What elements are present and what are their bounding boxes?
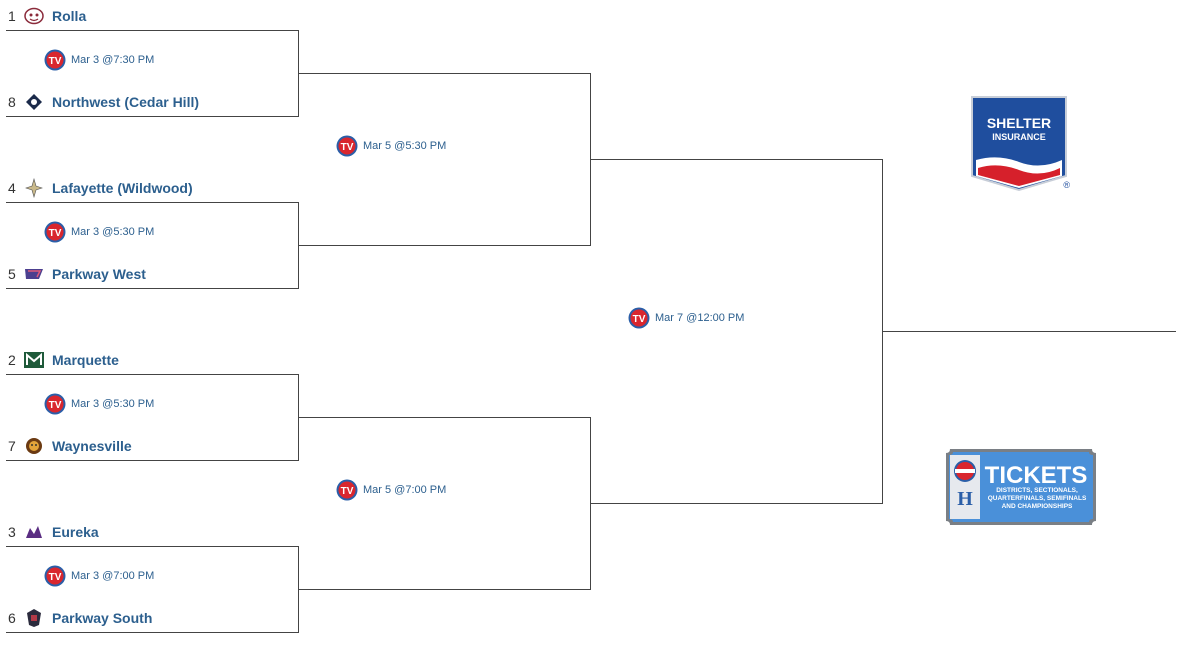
waynesville-logo-icon bbox=[24, 436, 44, 456]
svg-text:TV: TV bbox=[49, 400, 62, 411]
svg-text:TV: TV bbox=[49, 56, 62, 67]
game-time[interactable]: Mar 5 @7:00 PM bbox=[363, 484, 447, 496]
game-time[interactable]: Mar 5 @5:30 PM bbox=[363, 140, 447, 152]
sponsor-line1: SHELTER bbox=[987, 115, 1051, 131]
svg-text:TV: TV bbox=[49, 228, 62, 239]
tickets-title: TICKETS bbox=[985, 462, 1088, 489]
parkway-south-logo-icon bbox=[24, 608, 44, 628]
team-name[interactable]: Lafayette (Wildwood) bbox=[52, 180, 193, 196]
team-row-waynesville[interactable]: 7 Waynesville bbox=[8, 435, 132, 457]
tv-icon: TV bbox=[44, 221, 66, 243]
sponsor-line2: INSURANCE bbox=[992, 132, 1046, 142]
rolla-logo-icon bbox=[24, 6, 44, 26]
game-info-qf1[interactable]: TV Mar 3 @7:30 PM bbox=[44, 48, 154, 72]
game-time[interactable]: Mar 3 @7:30 PM bbox=[71, 54, 155, 66]
tv-icon: TV bbox=[336, 479, 358, 501]
bracket-line bbox=[6, 546, 299, 547]
tickets-banner[interactable]: H TICKETS DISTRICTS, SECTIONALS, QUARTER… bbox=[946, 449, 1096, 525]
bracket-line bbox=[6, 30, 299, 31]
team-name[interactable]: Northwest (Cedar Hill) bbox=[52, 94, 200, 110]
parkway-west-logo-icon bbox=[24, 264, 44, 284]
tickets-letter: H bbox=[957, 488, 973, 510]
team-row-lafayette[interactable]: 4 Lafayette (Wildwood) bbox=[8, 177, 193, 199]
team-row-eureka[interactable]: 3 Eureka bbox=[8, 521, 99, 543]
svg-text:TV: TV bbox=[341, 486, 354, 497]
tv-icon: TV bbox=[628, 307, 650, 329]
team-name[interactable]: Waynesville bbox=[52, 438, 132, 454]
bracket-line bbox=[6, 632, 299, 633]
seed-number: 1 bbox=[8, 8, 16, 24]
team-row-northwest[interactable]: 8 Northwest (Cedar Hill) bbox=[8, 91, 199, 113]
seed-number: 5 bbox=[8, 266, 16, 282]
svg-text:TV: TV bbox=[341, 142, 354, 153]
seed-number: 4 bbox=[8, 180, 16, 196]
bracket-line bbox=[298, 417, 591, 418]
sponsor-reg: ® bbox=[1063, 180, 1070, 190]
svg-text:TV: TV bbox=[633, 314, 646, 325]
seed-number: 3 bbox=[8, 524, 16, 540]
eureka-logo-icon bbox=[24, 522, 44, 542]
bracket-line bbox=[590, 503, 883, 504]
tv-icon: TV bbox=[44, 565, 66, 587]
game-info-sf1[interactable]: TV Mar 5 @5:30 PM bbox=[336, 134, 446, 158]
champion-line bbox=[882, 331, 1176, 332]
bracket-line bbox=[298, 589, 591, 590]
marquette-logo-icon bbox=[24, 350, 44, 370]
team-name[interactable]: Marquette bbox=[52, 352, 119, 368]
tv-icon: TV bbox=[44, 393, 66, 415]
seed-number: 8 bbox=[8, 94, 16, 110]
game-info-qf3[interactable]: TV Mar 3 @5:30 PM bbox=[44, 392, 154, 416]
game-info-qf4[interactable]: TV Mar 3 @7:00 PM bbox=[44, 564, 154, 588]
game-time[interactable]: Mar 3 @7:00 PM bbox=[71, 570, 155, 582]
shelter-insurance-logo[interactable]: SHELTER INSURANCE ® bbox=[970, 96, 1074, 192]
svg-text:TV: TV bbox=[49, 572, 62, 583]
team-row-rolla[interactable]: 1 Rolla bbox=[8, 5, 86, 27]
tv-icon: TV bbox=[336, 135, 358, 157]
team-name[interactable]: Parkway West bbox=[52, 266, 146, 282]
team-row-parkway-south[interactable]: 6 Parkway South bbox=[8, 607, 152, 629]
team-name[interactable]: Rolla bbox=[52, 8, 87, 24]
seed-number: 2 bbox=[8, 352, 16, 368]
team-row-marquette[interactable]: 2 Marquette bbox=[8, 349, 119, 371]
tv-icon: TV bbox=[44, 49, 66, 71]
bracket-line bbox=[298, 245, 591, 246]
bracket-line bbox=[298, 73, 591, 74]
game-time[interactable]: Mar 7 @12:00 PM bbox=[655, 312, 745, 324]
tickets-subtitle: DISTRICTS, SECTIONALS, QUARTERFINALS, SE… bbox=[987, 487, 1087, 510]
game-info-sf2[interactable]: TV Mar 5 @7:00 PM bbox=[336, 478, 446, 502]
game-info-qf2[interactable]: TV Mar 3 @5:30 PM bbox=[44, 220, 154, 244]
game-info-final[interactable]: TV Mar 7 @12:00 PM bbox=[628, 306, 744, 330]
game-time[interactable]: Mar 3 @5:30 PM bbox=[71, 398, 155, 410]
bracket-line bbox=[590, 159, 883, 160]
bracket-line bbox=[6, 288, 299, 289]
bracket-line bbox=[6, 460, 299, 461]
bracket-line bbox=[6, 116, 299, 117]
bracket-line bbox=[6, 374, 299, 375]
bracket-line bbox=[6, 202, 299, 203]
team-name[interactable]: Eureka bbox=[52, 524, 99, 540]
northwest-logo-icon bbox=[24, 92, 44, 112]
lafayette-logo-icon bbox=[24, 178, 44, 198]
game-time[interactable]: Mar 3 @5:30 PM bbox=[71, 226, 155, 238]
team-name[interactable]: Parkway South bbox=[52, 610, 153, 626]
team-row-parkway-west[interactable]: 5 Parkway West bbox=[8, 263, 146, 285]
seed-number: 6 bbox=[8, 610, 16, 626]
seed-number: 7 bbox=[8, 438, 16, 454]
